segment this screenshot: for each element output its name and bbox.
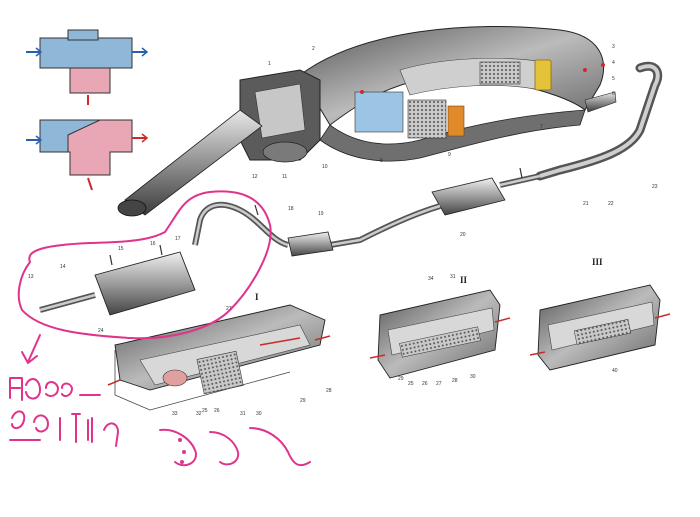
callout-s2-34: 34 — [428, 276, 434, 282]
callout-18: 18 — [288, 206, 294, 212]
callout-5: 5 — [612, 76, 615, 82]
callout-16: 16 — [150, 241, 156, 247]
callout-6: 6 — [612, 91, 615, 97]
inset-schematic-top — [26, 29, 149, 105]
callout-28: 28 — [326, 388, 332, 394]
callout-9: 9 — [448, 152, 451, 158]
callout-19: 19 — [318, 211, 324, 217]
intake-duct — [124, 109, 263, 216]
callout-s2-31: 31 — [450, 274, 456, 280]
callout-1: 1 — [268, 61, 271, 67]
callout-s2-26: 26 — [422, 381, 428, 387]
callout-14: 14 — [60, 264, 66, 270]
callout-32: 32 — [196, 411, 202, 417]
callout-s2-25: 25 — [408, 381, 414, 387]
exhaust-pipe-system — [39, 61, 663, 316]
callout-17: 17 — [175, 236, 181, 242]
callout-11: 11 — [282, 174, 287, 180]
callout-22: 22 — [608, 201, 614, 207]
callout-s2-29: 29 — [398, 376, 404, 382]
callout-33: 33 — [172, 411, 178, 417]
callout-24: 24 — [98, 328, 104, 334]
handwritten-annotations — [9, 190, 311, 467]
callout-2: 2 — [312, 46, 315, 52]
callout-27: 27 — [226, 306, 232, 312]
section-label-two: II — [460, 275, 468, 285]
callout-31: 31 — [240, 411, 246, 417]
callout-4: 4 — [612, 60, 615, 66]
callout-s2-28: 28 — [452, 378, 458, 384]
callout-15: 15 — [118, 246, 124, 252]
heat-exchanger-assembly — [239, 25, 617, 163]
callout-21: 21 — [583, 201, 589, 207]
section-label-three: III — [592, 257, 603, 267]
section-label-one: I — [255, 292, 259, 302]
callout-12: 12 — [252, 174, 258, 180]
section-one-cutaway — [107, 304, 331, 411]
callout-26: 26 — [214, 408, 220, 414]
callout-30: 30 — [256, 411, 262, 417]
callout-3: 3 — [612, 44, 615, 50]
callout-13: 13 — [28, 274, 34, 280]
callout-20: 20 — [460, 232, 466, 238]
callout-numbers: 1 2 3 4 5 6 7 8 9 10 11 12 13 14 15 16 1… — [28, 44, 658, 417]
callout-23: 23 — [652, 184, 658, 190]
intake-duct-opening — [117, 199, 147, 217]
callout-29: 29 — [300, 398, 306, 404]
callout-8: 8 — [380, 158, 383, 164]
callout-10: 10 — [322, 164, 328, 170]
callout-40: 40 — [612, 368, 618, 374]
callout-s2-27: 27 — [436, 381, 442, 387]
section-two-cutaway — [369, 289, 511, 379]
inset-schematic-bottom — [26, 119, 149, 191]
section-three-cutaway — [529, 284, 671, 371]
callout-7: 7 — [540, 124, 543, 130]
callout-25: 25 — [202, 408, 208, 414]
callout-s2-30: 30 — [470, 374, 476, 380]
